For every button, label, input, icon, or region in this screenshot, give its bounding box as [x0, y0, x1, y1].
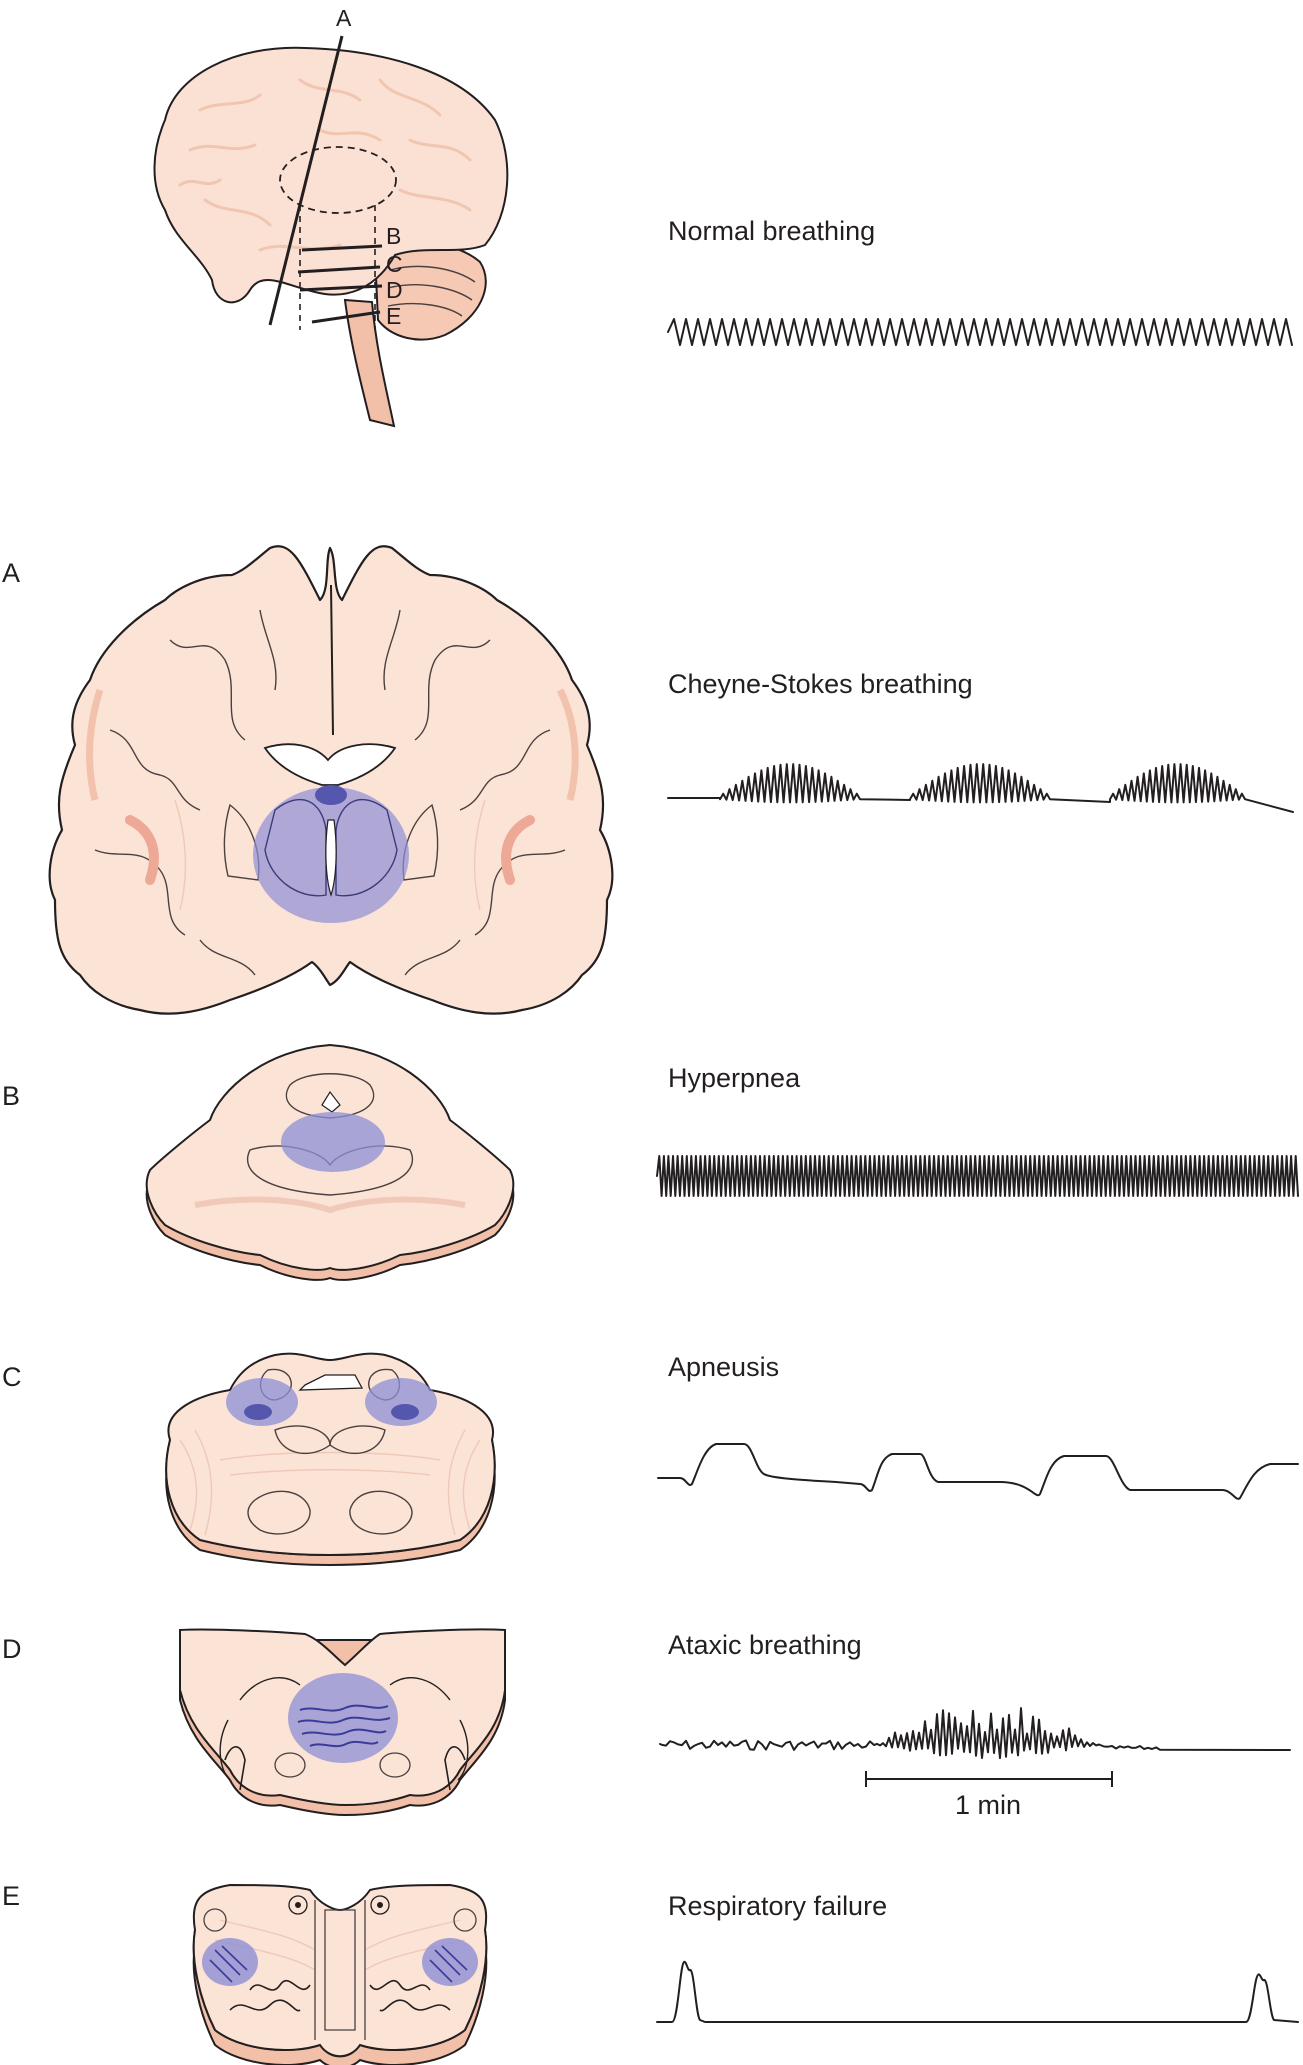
medulla-lesion-right: [422, 1938, 478, 1986]
pontine-lesion-left: [226, 1378, 298, 1426]
scale-bar-label: 1 min: [955, 1790, 1021, 1820]
section-label-c: C: [2, 1362, 22, 1392]
section-c-pons: [165, 1352, 496, 1566]
breathing-traces: [656, 318, 1299, 2023]
trace-cheyne-stokes: [667, 763, 1294, 813]
cut-label-a: A: [336, 5, 352, 31]
pattern-titles: Normal breathing Cheyne-Stokes breathing…: [668, 216, 973, 1921]
trace-apneusis: [657, 1443, 1299, 1500]
medulla-lesion-left: [202, 1938, 258, 1986]
trace-normal-breathing: [667, 318, 1293, 346]
cut-label-d: D: [386, 277, 403, 303]
section-b-midbrain: [145, 1043, 515, 1281]
pattern-title-cheyne-stokes: Cheyne-Stokes breathing: [668, 669, 973, 699]
pattern-title-normal: Normal breathing: [668, 216, 875, 246]
section-label-e: E: [2, 1881, 20, 1911]
section-label-d: D: [2, 1634, 22, 1664]
section-e-medulla: [192, 1883, 488, 2065]
midbrain-lesion: [281, 1112, 385, 1172]
pattern-title-hyperpnea: Hyperpnea: [668, 1063, 801, 1093]
section-d-lower-pons: [179, 1628, 506, 1817]
cut-label-c: C: [386, 251, 403, 277]
section-a-coronal: [48, 545, 614, 1015]
cut-label-e: E: [386, 303, 401, 329]
pontine-lesion-right: [365, 1378, 437, 1426]
section-labels: A B C D E: [2, 558, 22, 1911]
section-label-b: B: [2, 1081, 20, 1111]
pattern-title-ataxic: Ataxic breathing: [668, 1630, 862, 1660]
cut-label-b: B: [386, 223, 401, 249]
cut-labels: A B C D E: [336, 5, 403, 329]
trace-hyperpnea: [656, 1155, 1299, 1197]
trace-ataxic-breathing: [659, 1707, 1291, 1760]
lateral-brain-illustration: A B C D E: [153, 5, 509, 428]
trace-respiratory-failure: [656, 1960, 1299, 2023]
scale-bar: 1 min: [865, 1771, 1113, 1820]
section-label-a: A: [2, 558, 20, 588]
medullary-lesion: [288, 1673, 398, 1763]
pattern-title-apneusis: Apneusis: [668, 1352, 779, 1382]
pattern-title-respiratory-failure: Respiratory failure: [668, 1891, 887, 1921]
